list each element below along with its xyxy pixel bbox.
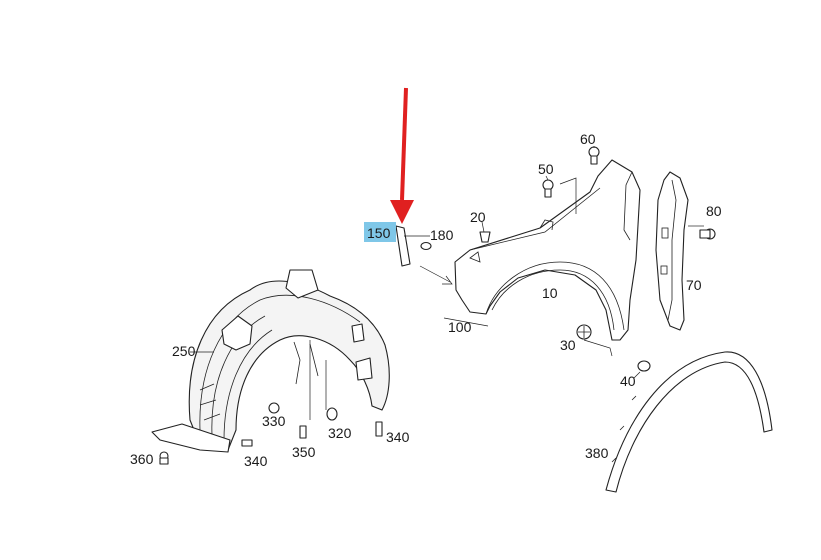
- callout-150-highlight: [364, 222, 396, 242]
- callout-20: 20: [470, 209, 486, 225]
- fastener-20: [479, 231, 491, 243]
- assembly-arrow: [419, 265, 453, 285]
- callout-80: 80: [706, 203, 722, 219]
- fastener-40: [637, 360, 651, 372]
- fastener-330: [268, 402, 280, 414]
- callout-150: 150: [367, 225, 391, 241]
- callout-320: 320: [328, 425, 352, 441]
- callout-50: 50: [538, 161, 554, 177]
- fastener-80: [699, 228, 716, 240]
- fastener-60: [588, 146, 600, 165]
- callout-10: 10: [542, 285, 558, 301]
- fastener-150: [395, 225, 411, 267]
- callout-180: 180: [430, 227, 454, 243]
- callout-60: 60: [580, 131, 596, 147]
- callout-250: 250: [172, 343, 196, 359]
- callout-330: 330: [262, 413, 286, 429]
- callout-40: 40: [620, 373, 636, 389]
- fastener-30: [576, 324, 592, 340]
- callout-70: 70: [686, 277, 702, 293]
- leader-lines: [190, 146, 704, 420]
- fastener-340a: [375, 421, 383, 437]
- callout-340-right: 340: [386, 429, 410, 445]
- fastener-340b: [241, 439, 253, 447]
- fastener-50: [542, 179, 554, 198]
- callout-350: 350: [292, 444, 316, 460]
- seal-strip-part: [655, 171, 689, 331]
- callout-360: 360: [130, 451, 154, 467]
- callout-340-left: 340: [244, 453, 268, 469]
- wheel-liner-part: [151, 269, 390, 453]
- fender-part: [454, 159, 641, 341]
- fastener-360: [159, 451, 169, 465]
- callout-labels: 10 20 30 40 50 60 70 80 100 150 180 250 …: [130, 131, 722, 469]
- red-pointer-arrow: [390, 87, 414, 224]
- fastener-320: [326, 407, 338, 421]
- callout-380: 380: [585, 445, 609, 461]
- callout-100: 100: [448, 319, 472, 335]
- arch-trim-part: [605, 351, 773, 493]
- fastener-350: [299, 425, 307, 439]
- fastener-180: [420, 241, 432, 251]
- callout-30: 30: [560, 337, 576, 353]
